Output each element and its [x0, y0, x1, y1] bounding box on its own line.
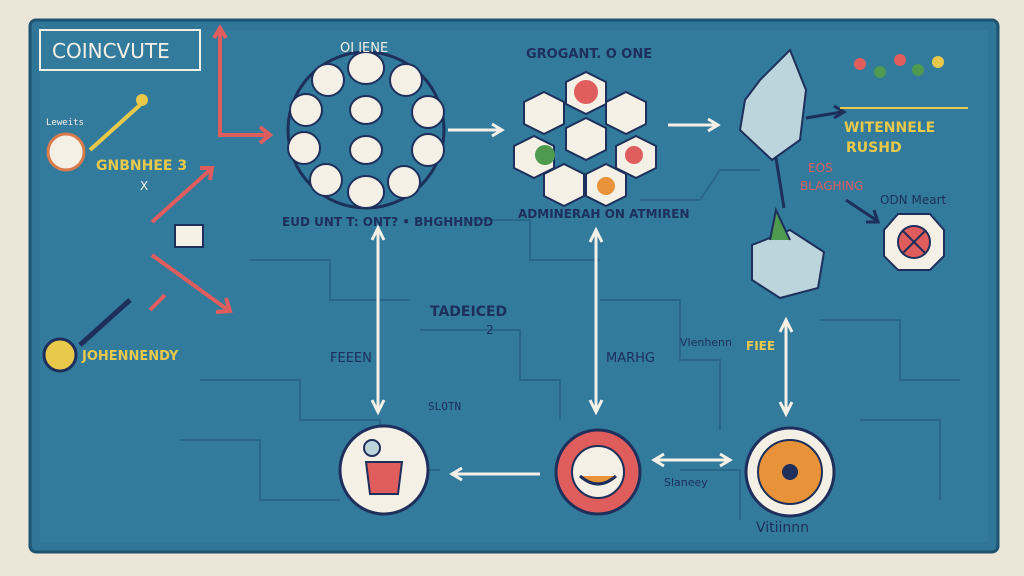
left-small-label: Leweits: [46, 118, 84, 128]
crystal-node: [738, 48, 808, 162]
right-node-label: ODN Meart: [880, 193, 947, 207]
orange-slice-icon: [782, 464, 798, 480]
right-top-label-2: RUSHD: [846, 140, 902, 156]
left-top-sublabel: X: [140, 179, 148, 193]
circle2-title: GROGANT. O ONE: [526, 47, 652, 62]
torch-icon: [88, 103, 142, 152]
left-mid-label: FEEEN: [330, 351, 372, 366]
circle1-caption: EUD UNT T: ONT? • BHGHHNDD: [282, 215, 493, 229]
box-icon: [174, 224, 204, 248]
right-top-label: WITENNELE: [844, 120, 935, 136]
rocket-icon: [78, 298, 132, 347]
background-sketch-lines: [180, 169, 960, 520]
red-arrows: [150, 24, 274, 314]
center-sublabel: 2: [486, 323, 494, 337]
page-title: COINCVUTE: [52, 39, 170, 63]
left-top-label: GNBNHEE 3: [96, 158, 187, 174]
left-top-node: [46, 132, 86, 172]
center-label: TADEICED: [430, 304, 507, 320]
cluster-icon: [854, 54, 944, 78]
sun-face-icon: [579, 474, 617, 486]
arrow-sun-bag: [449, 466, 540, 482]
cycle-ring-2: [513, 70, 657, 208]
right-mid-label-2: BLAGHING: [800, 179, 863, 193]
arrow-c2-crystal: [668, 117, 721, 133]
bag-icon: [364, 461, 404, 495]
right-mid-label: EOS: [808, 161, 833, 175]
bottom-mid-label: SLOTN: [428, 400, 461, 413]
title-box: [39, 29, 201, 71]
bottom-small-label: Slaneey: [664, 476, 708, 489]
plant-icon: [769, 206, 791, 241]
arrow-c1-c2: [448, 122, 505, 138]
center-mid-label: MARHG: [606, 351, 655, 366]
right-small-label-2: FIEE: [746, 339, 775, 353]
arrow-sun-orange: [651, 452, 733, 468]
cycle-ring-1: [286, 50, 446, 210]
left-bottom-label: JOHENNENDY: [81, 349, 179, 364]
left-bottom-node: [42, 337, 78, 373]
right-small-label: Vlenhenn: [680, 336, 732, 349]
plant-crystal-node: [751, 228, 826, 300]
vertical-arrows: [370, 224, 794, 418]
bottom-caption: Vitiinnn: [756, 520, 809, 536]
arrow-crystal-right: [805, 104, 847, 120]
circle2-caption: ADMINERAH ON ATMIREN: [518, 207, 690, 221]
circle1-title: OI IENE: [340, 41, 388, 56]
arrow-plant-octagon: [845, 198, 881, 224]
